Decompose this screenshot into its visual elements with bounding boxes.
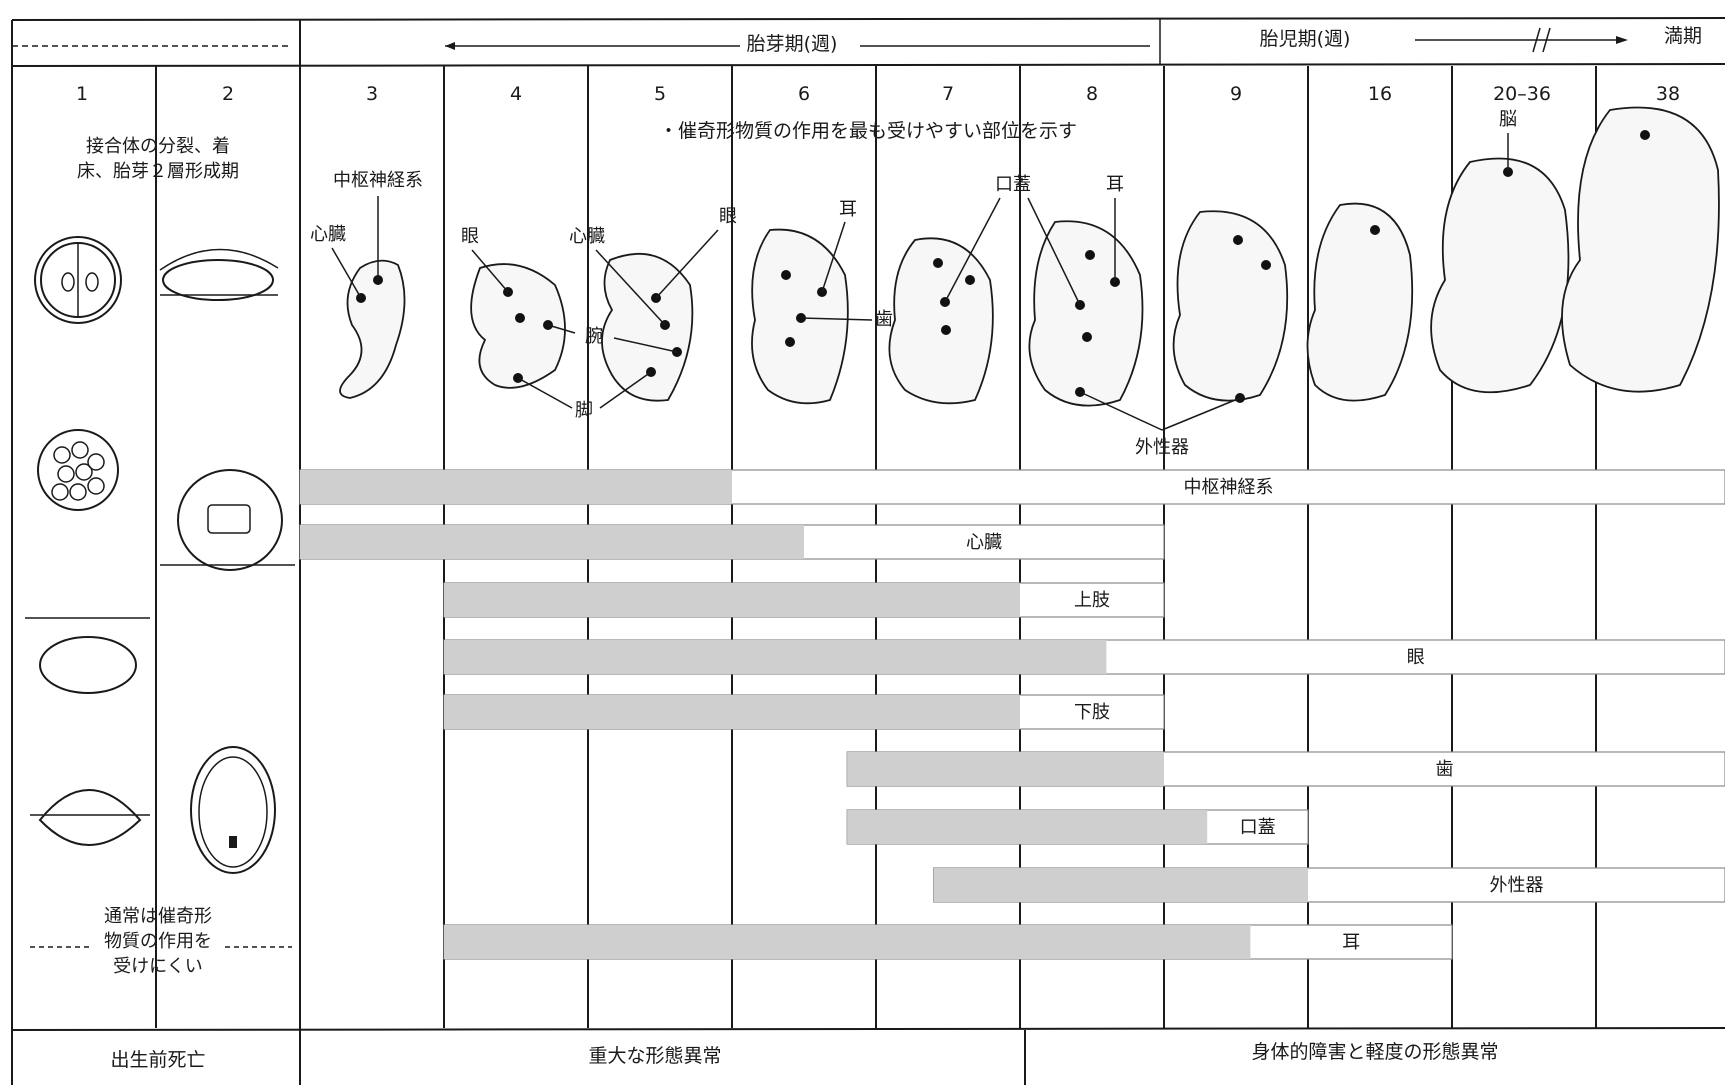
label-cns: 中枢神経系	[333, 170, 423, 191]
bar-severe-0	[300, 470, 732, 504]
week-label-9: 9	[1230, 83, 1242, 105]
embryo-week8-icon	[1028, 220, 1144, 407]
morula-icon	[37, 429, 119, 511]
bar-label-0: 中枢神経系	[1184, 477, 1274, 498]
term-label: 満期	[1664, 25, 1702, 47]
bar-label-4: 下肢	[1074, 702, 1110, 723]
implantation-icon-a	[159, 248, 279, 301]
embryo-illustrations	[339, 106, 1720, 407]
week-label-12: 38	[1656, 83, 1680, 105]
fetal-period-label: 胎児期(週)	[1260, 28, 1351, 50]
week-label-10: 16	[1368, 83, 1392, 105]
label-palate: 口蓋	[995, 174, 1031, 195]
week-numbers: 1 2 3 4 5 6 7 8 9 16 20–36 38	[76, 83, 1680, 105]
embryo-week3-icon	[339, 259, 406, 399]
resistant-period-note: 通常は催奇形物質の作用を受けにくい	[104, 906, 212, 977]
footer-major-anomalies: 重大な形態異常	[588, 1045, 721, 1067]
bar-severe-3	[444, 640, 1107, 674]
bar-label-8: 耳	[1342, 932, 1360, 953]
fetus-week20-36-icon	[1430, 157, 1570, 394]
bar-severe-2	[444, 583, 1020, 617]
bar-label-5: 歯	[1436, 759, 1454, 780]
bar-severe-4	[444, 695, 1020, 729]
notes: 接合体の分裂、着床、胎芽２層形成期 ・催奇形物質の作用を最も受けやすい部位を示す…	[30, 120, 1077, 977]
week-label-11: 20–36	[1493, 83, 1551, 105]
bar-label-1: 心臓	[966, 532, 1002, 553]
week-label-4: 4	[510, 83, 522, 105]
label-ear-week8: 耳	[1106, 174, 1124, 195]
label-brain: 脳	[1499, 109, 1517, 130]
label-heart-week3: 心臓	[310, 224, 346, 245]
bar-label-2: 上肢	[1074, 590, 1110, 611]
label-ear-week6: 耳	[839, 199, 857, 220]
fetus-week9-icon	[1172, 210, 1289, 402]
week-label-1: 1	[76, 83, 88, 105]
label-heart-week5: 心臓	[569, 226, 605, 247]
embryonic-period-label: 胎芽期(週)	[747, 33, 838, 55]
implantation-icon-b	[160, 469, 295, 571]
bar-label-3: 眼	[1407, 647, 1425, 668]
label-eye-week4: 眼	[461, 226, 479, 247]
bar-severe-5	[847, 752, 1164, 786]
bar-label-6: 口蓋	[1240, 817, 1276, 838]
weeks-1-2-note: 接合体の分裂、着床、胎芽２層形成期	[77, 136, 239, 182]
label-arm: 腕	[585, 326, 603, 347]
embryo-week5-icon	[601, 252, 694, 402]
week-label-3: 3	[366, 83, 378, 105]
week-label-6: 6	[798, 83, 810, 105]
label-leg: 脚	[575, 400, 593, 421]
label-eye-week5: 眼	[719, 206, 737, 227]
two-cell-zygote-icon	[34, 236, 122, 324]
label-teeth: 歯	[875, 309, 893, 330]
bar-severe-8	[444, 925, 1251, 959]
fetus-week38-icon	[1561, 106, 1720, 393]
sensitive-parts-note: ・催奇形物質の作用を最も受けやすい部位を示す	[659, 120, 1077, 142]
implantation-icon-c	[25, 617, 150, 694]
outcome-footer: 出生前死亡 重大な形態異常 身体的障害と軽度の形態異常	[110, 1030, 1499, 1085]
label-genitalia: 外性器	[1135, 437, 1189, 458]
week-label-2: 2	[222, 83, 234, 105]
implantation-icon-d	[30, 789, 150, 846]
footer-minor-anomalies: 身体的障害と軽度の形態異常	[1251, 1041, 1498, 1063]
week-label-5: 5	[654, 83, 666, 105]
embryonic-disc-icon	[190, 746, 276, 874]
bar-severe-1	[300, 525, 804, 559]
early-stage-illustrations	[25, 236, 295, 874]
week-label-7: 7	[942, 83, 954, 105]
footer-prenatal-death: 出生前死亡	[110, 1049, 205, 1071]
period-header: 胎芽期(週) 胎児期(週) 満期	[12, 25, 1702, 55]
bar-severe-7	[933, 868, 1308, 902]
bar-severe-6	[847, 810, 1208, 844]
fetus-week16-icon	[1306, 202, 1414, 402]
week-label-8: 8	[1086, 83, 1098, 105]
anatomy-labels: 中枢神経系 心臓 眼 心臓 眼 腕 脚 耳 歯 口蓋 耳 脳 外性器	[310, 109, 1517, 458]
bar-label-7: 外性器	[1490, 875, 1544, 896]
